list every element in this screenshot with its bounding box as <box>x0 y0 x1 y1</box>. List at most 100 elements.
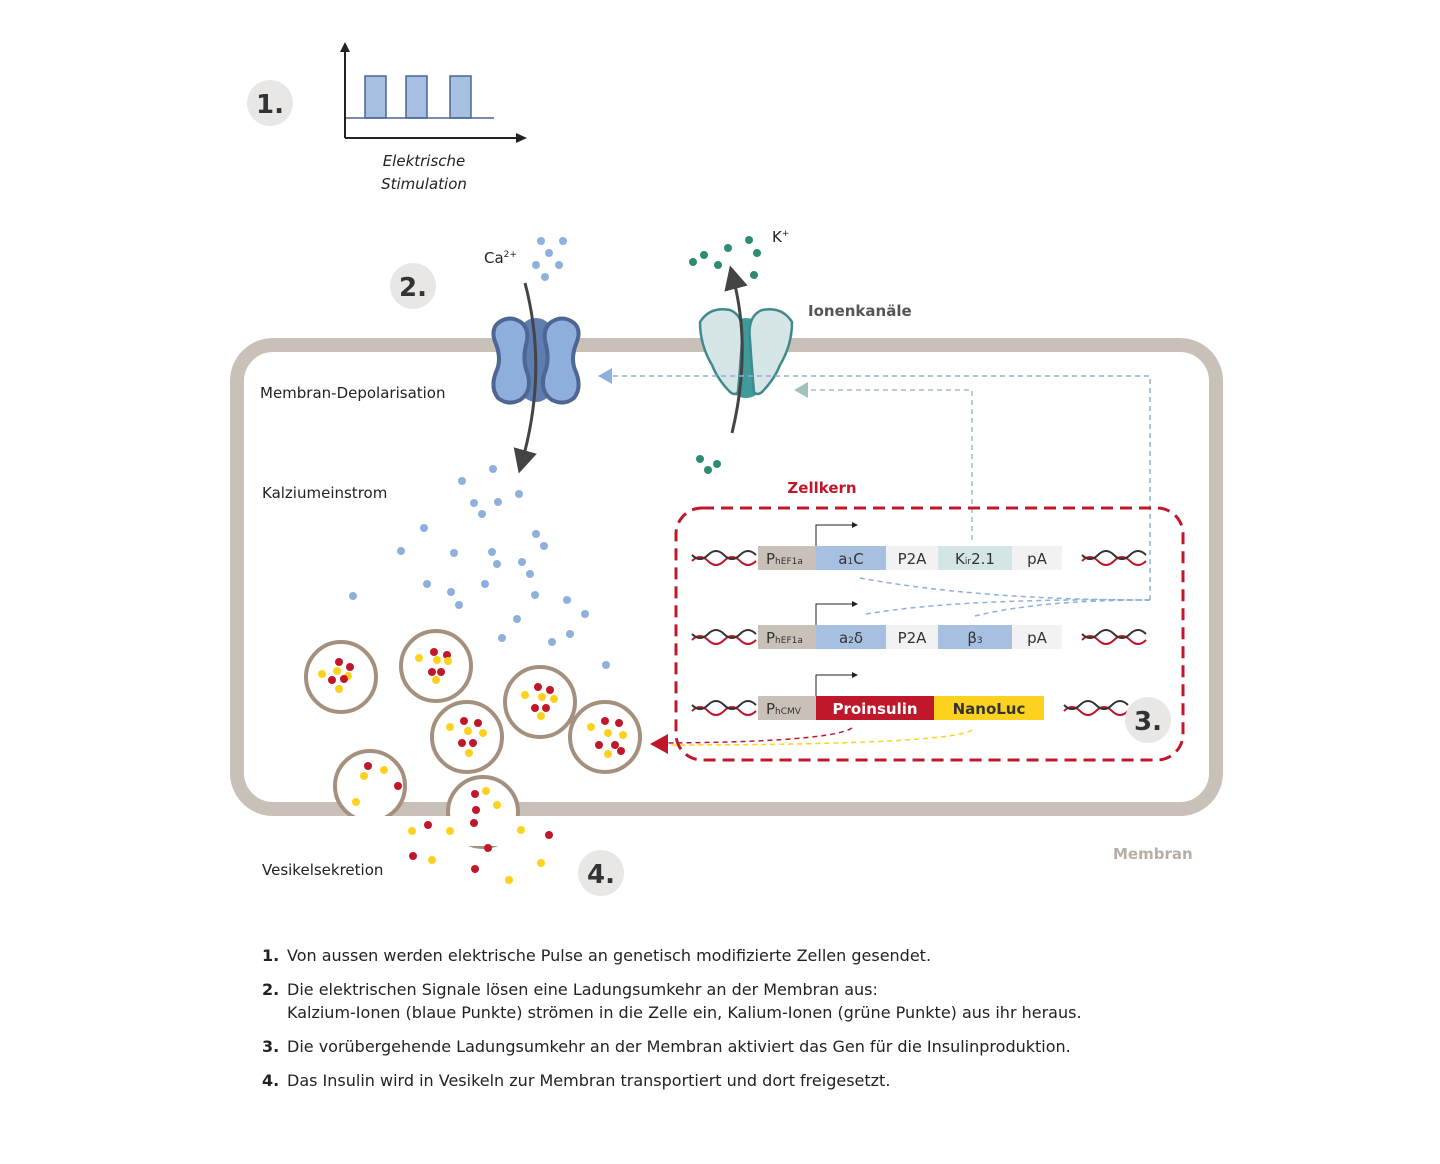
insulin-dot <box>446 723 454 731</box>
potassium-ion-dot <box>753 249 761 257</box>
gene-segment: Proinsulin <box>816 696 934 720</box>
potassium-ion-dot <box>714 261 722 269</box>
svg-text:2.: 2. <box>399 273 427 303</box>
calcium-ion-dot <box>559 237 567 245</box>
calcium-ions <box>349 237 610 669</box>
vesicles <box>304 629 642 849</box>
promoter-block: PhEF1a <box>758 546 816 570</box>
calcium-ion-dot <box>581 610 589 618</box>
insulin-dot <box>428 668 436 676</box>
svg-text:a1C: a1C <box>838 550 863 568</box>
insulin-dot <box>328 676 336 684</box>
legend-item-1: 1.Von aussen werden elektrische Pulse an… <box>262 946 932 965</box>
insulin-dot <box>601 717 609 725</box>
insulin-dot <box>430 648 438 656</box>
secretion-path-lines <box>650 727 973 754</box>
secreted-insulin-dot <box>409 852 417 860</box>
secreted-insulin-dot <box>424 821 432 829</box>
insulin-dot <box>538 693 546 701</box>
potassium-efflux-arrow <box>724 265 748 434</box>
calcium-ion-dot <box>513 615 521 623</box>
calcium-ion-dot <box>481 580 489 588</box>
nucleus-border <box>674 506 1185 762</box>
transcription-start-icon <box>815 603 854 625</box>
nucleus-label: Zellkern <box>787 479 856 497</box>
insulin-dot <box>437 668 445 676</box>
insulin-dot <box>465 749 473 757</box>
dna-helix-icon <box>691 629 757 645</box>
gene-segment: Kir2.1 <box>938 546 1012 570</box>
potassium-ion-dot <box>696 455 704 463</box>
calcium-influx-label: Kalziumeinstrom <box>262 484 387 502</box>
insulin-dot <box>619 731 627 739</box>
insulin-dot <box>550 695 558 703</box>
dna-helix-icon <box>1063 700 1129 716</box>
calcium-ion-dot <box>563 596 571 604</box>
svg-text:PhEF1a: PhEF1a <box>766 550 803 568</box>
insulin-dot <box>333 667 341 675</box>
svg-text:pA: pA <box>1027 629 1048 647</box>
calcium-ion-dot <box>540 542 548 550</box>
calcium-ion-dot <box>515 490 523 498</box>
vesicle-icon <box>304 640 378 714</box>
legend: 1.Von aussen werden elektrische Pulse an… <box>262 944 1262 1103</box>
insulin-dot <box>531 704 539 712</box>
insulin-dot <box>604 729 612 737</box>
insulin-dot <box>335 685 343 693</box>
vesicle-icon <box>568 700 642 774</box>
dna-helix-icon <box>691 550 757 566</box>
pulse-wave <box>346 75 494 119</box>
svg-text:4.: 4. <box>587 860 615 890</box>
calcium-ion-dot <box>555 261 563 269</box>
gene-segment: pA <box>1012 546 1062 570</box>
feedback-lines <box>598 368 1151 617</box>
vesicle-icon <box>333 749 407 823</box>
insulin-dot <box>364 762 372 770</box>
insulin-dot <box>615 719 623 727</box>
calcium-ion-dot <box>420 524 428 532</box>
insulin-dot <box>611 741 619 749</box>
insulin-dot <box>464 727 472 735</box>
potassium-ion-dot <box>750 271 758 279</box>
secreted-insulin <box>408 819 553 884</box>
gene-segment: pA <box>1012 625 1062 649</box>
insulin-dot <box>394 782 402 790</box>
insulin-dot <box>460 717 468 725</box>
potassium-ion-dot <box>713 460 721 468</box>
calcium-ion-dot <box>526 570 534 578</box>
calcium-ion-dot <box>450 549 458 557</box>
insulin-dot <box>443 651 451 659</box>
stimulation-caption-2: Stimulation <box>381 175 467 193</box>
gene-segment: P2A <box>886 625 938 649</box>
insulin-dot <box>534 683 542 691</box>
insulin-dot <box>352 798 360 806</box>
vesicle-icon <box>399 629 473 703</box>
calcium-ion-dot <box>423 580 431 588</box>
insulin-dot <box>474 719 482 727</box>
calcium-ion-dot <box>548 638 556 646</box>
insulin-dot <box>595 741 603 749</box>
dna-helix-icon <box>691 700 757 716</box>
insulin-dot <box>479 729 487 737</box>
step-4-badge: 4. <box>578 850 624 896</box>
insulin-dot <box>360 772 368 780</box>
calcium-ion-dot <box>498 634 506 642</box>
insulin-dot <box>340 675 348 683</box>
gene-segment: a1C <box>816 546 886 570</box>
insulin-dot <box>469 739 477 747</box>
calcium-ion-dot <box>518 558 526 566</box>
promoter-block: PhEF1a <box>758 625 816 649</box>
insulin-dot <box>542 704 550 712</box>
ion-channels-label: Ionenkanäle <box>808 302 912 320</box>
dna-helix-icon <box>1081 629 1147 645</box>
gene-segment: β3 <box>938 625 1012 649</box>
insulin-dot <box>587 723 595 731</box>
svg-text:pA: pA <box>1027 550 1048 568</box>
depolarisation-label: Membran-Depolarisation <box>260 384 446 402</box>
insulin-dot <box>346 663 354 671</box>
calcium-ion-dot <box>541 273 549 281</box>
step-1-badge: 1. <box>247 80 293 126</box>
